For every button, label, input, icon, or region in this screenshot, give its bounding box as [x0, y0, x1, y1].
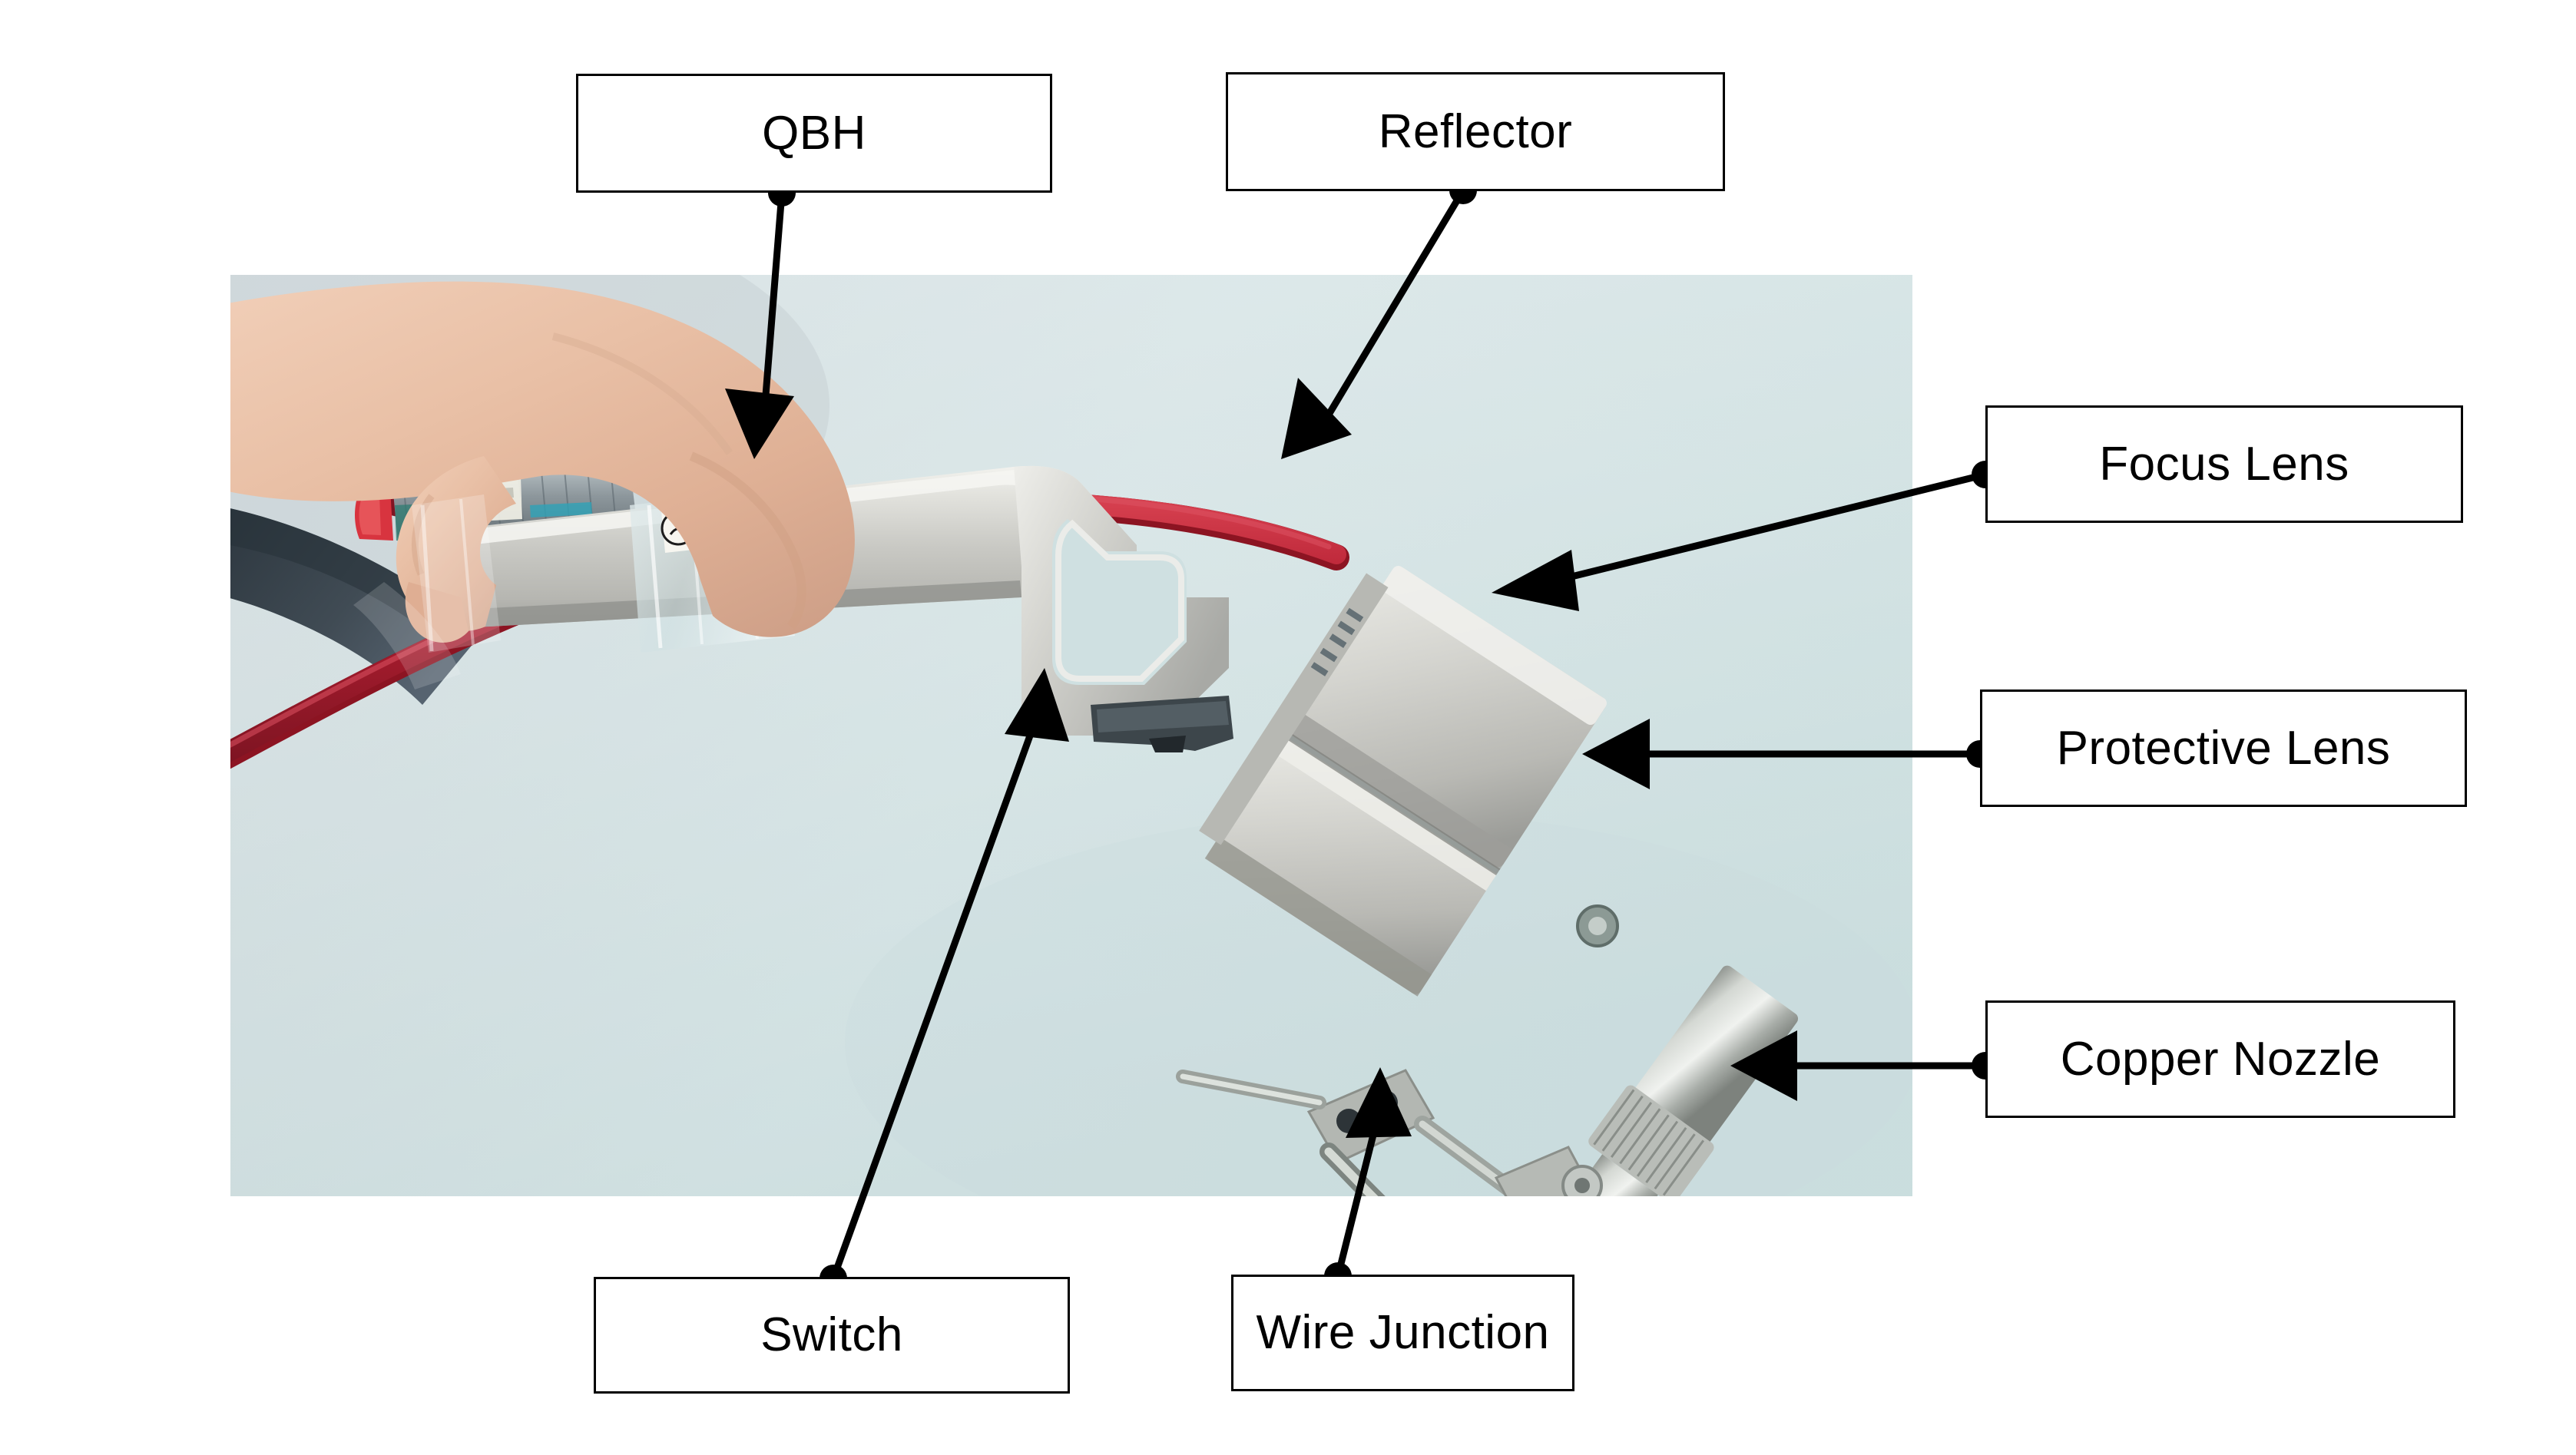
- label-box-qbh[interactable]: QBH: [576, 74, 1052, 193]
- label-box-reflector[interactable]: Reflector: [1226, 72, 1725, 191]
- label-text-switch: Switch: [760, 1308, 903, 1361]
- label-text-protective-lens: Protective Lens: [2056, 721, 2391, 775]
- label-text-focus-lens: Focus Lens: [2099, 437, 2349, 491]
- label-text-wire-junction: Wire Junction: [1256, 1306, 1550, 1359]
- welding-head-photo: 拆: [230, 275, 1912, 1196]
- label-text-qbh: QBH: [762, 106, 866, 160]
- photo-illustration: 拆: [230, 275, 1912, 1196]
- label-text-reflector: Reflector: [1378, 104, 1573, 158]
- label-box-wire-junction[interactable]: Wire Junction: [1231, 1275, 1574, 1391]
- label-text-copper-nozzle: Copper Nozzle: [2060, 1032, 2381, 1086]
- label-box-copper-nozzle[interactable]: Copper Nozzle: [1985, 1000, 2455, 1118]
- label-box-switch[interactable]: Switch: [594, 1277, 1070, 1394]
- label-box-protective-lens[interactable]: Protective Lens: [1980, 689, 2467, 807]
- label-box-focus-lens[interactable]: Focus Lens: [1985, 405, 2463, 523]
